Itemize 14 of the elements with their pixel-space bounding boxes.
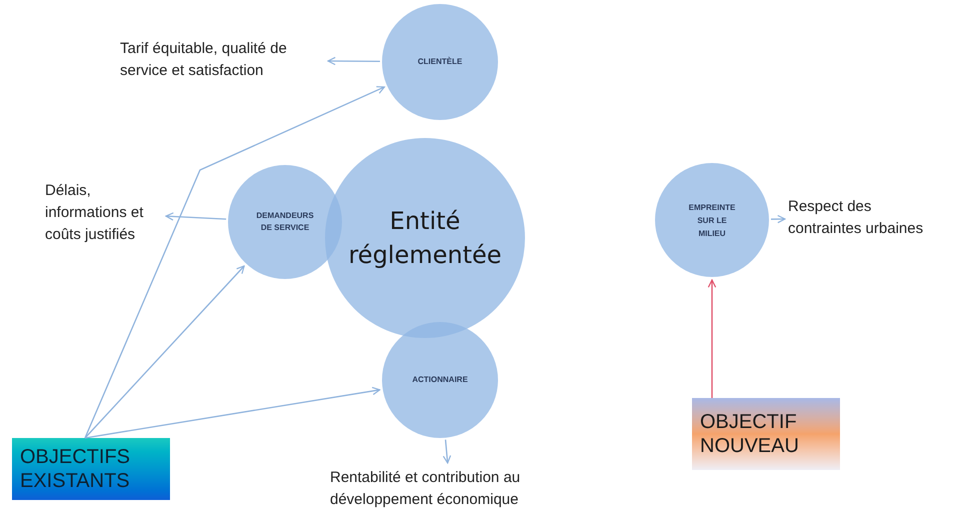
objective-box: OBJECTIFS EXISTANTS (12, 438, 170, 500)
arrow (708, 279, 716, 398)
arrow (442, 440, 452, 464)
arrow (84, 86, 385, 438)
arrow (84, 386, 380, 439)
objective-box: OBJECTIF NOUVEAU (692, 398, 840, 470)
arrow (771, 214, 786, 224)
arrow (165, 212, 226, 221)
arrow (327, 56, 380, 66)
arrow (84, 265, 245, 438)
outcome-text: Rentabilité et contribution au développement économique (330, 466, 570, 512)
outcome-text: Délais, informations et coûts justifiés (45, 180, 163, 246)
outcome-text: Tarif équitable, qualité de service et satisfaction (120, 38, 325, 82)
outcome-text: Respect des contraintes urbaines (788, 196, 943, 240)
